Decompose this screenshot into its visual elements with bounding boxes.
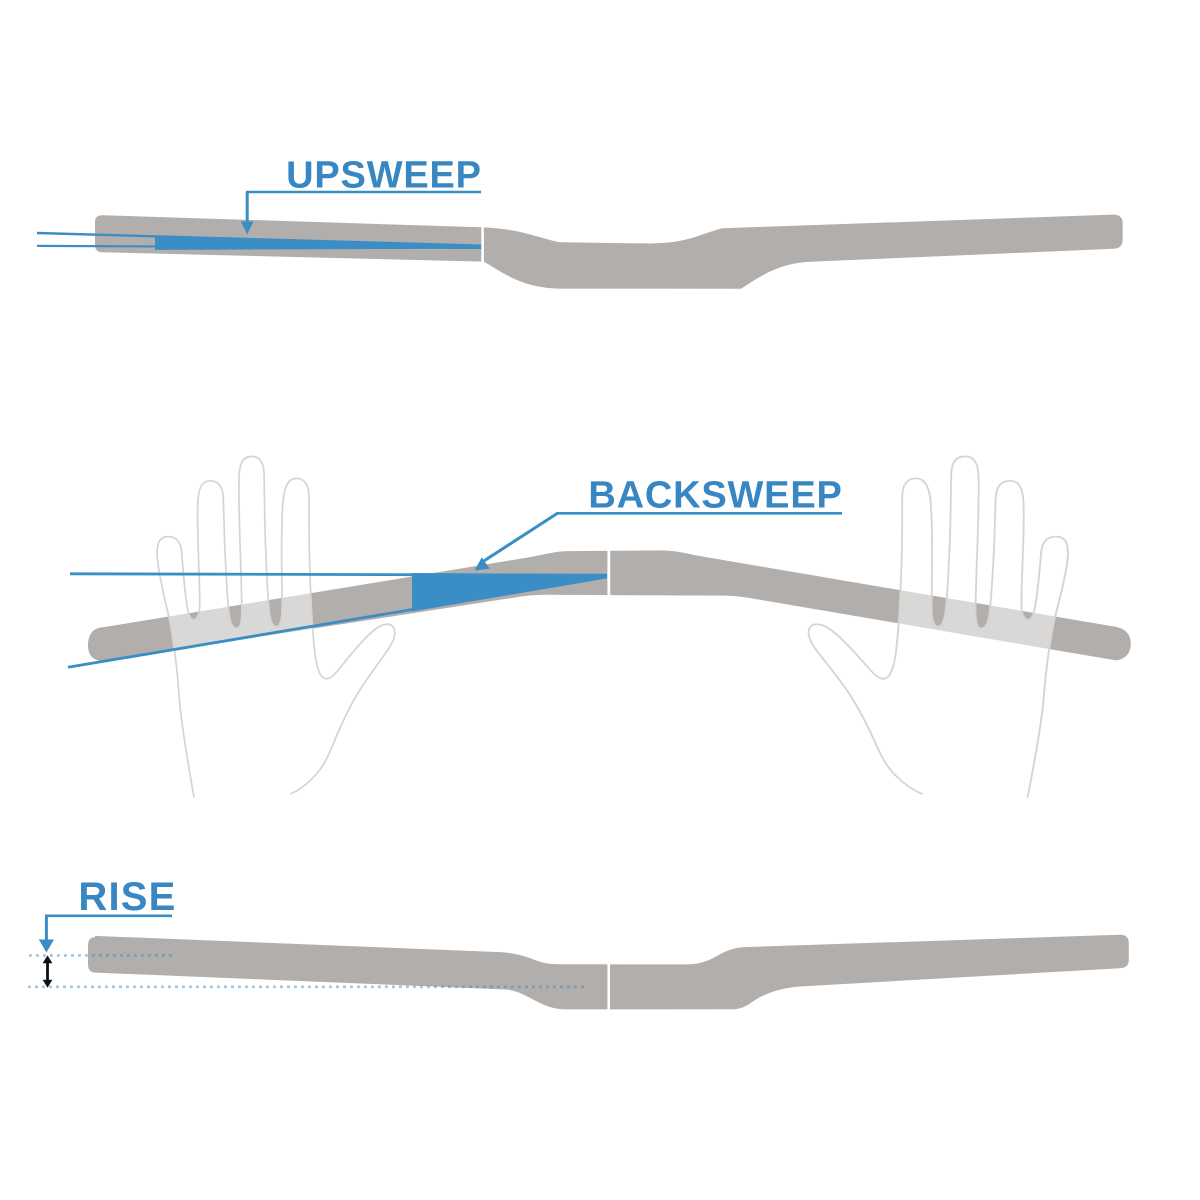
svg-text:UPSWEEP: UPSWEEP (286, 155, 482, 197)
svg-text:RISE: RISE (78, 875, 176, 919)
svg-text:BACKSWEEP: BACKSWEEP (588, 474, 842, 516)
